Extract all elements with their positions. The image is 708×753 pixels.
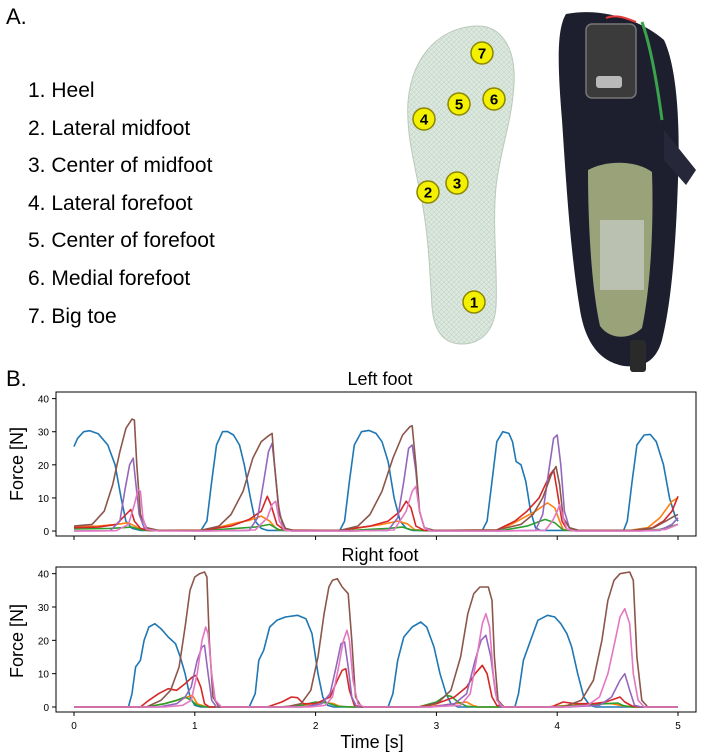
svg-text:7: 7 <box>478 46 486 63</box>
shoe-image <box>558 12 696 372</box>
y-tick-label: 0 <box>43 527 49 538</box>
series-line-7 <box>73 485 679 532</box>
insole-marker-2: 2 <box>416 180 440 204</box>
x-tick-label: 1 <box>192 721 198 732</box>
sensor-item-heel: 1. Heel <box>28 79 95 102</box>
y-tick-label: 30 <box>38 428 50 439</box>
sensor-item-medial-forefoot: 6. Medial forefoot <box>28 266 191 290</box>
svg-text:4: 4 <box>420 112 429 129</box>
plot-frame <box>55 566 697 713</box>
panel-b-label: B. <box>6 366 27 391</box>
right-foot-chart: 0 10 20 30 40 0 1 2 3 4 5 Force [N] Time [s] <box>7 566 697 752</box>
y-tick-label: 30 <box>38 603 50 614</box>
y-axis-label: Force [N] <box>7 427 27 501</box>
shoe-red-wires <box>605 15 637 23</box>
sensor-list: 1. Heel 2. Lateral midfoot 3. Center of … <box>28 78 215 341</box>
series-line-1 <box>73 429 679 532</box>
series-line-6 <box>74 571 678 708</box>
x-tick-label: 0 <box>71 721 77 732</box>
y-tick-label: 40 <box>38 570 50 581</box>
series-line-6 <box>73 418 679 532</box>
svg-text:1: 1 <box>470 295 478 312</box>
sensor-item-center-midfoot: 3. Center of midfoot <box>28 154 213 178</box>
insole-marker-5: 5 <box>447 92 471 116</box>
shoe-module-clip <box>596 76 622 88</box>
y-tick-label: 10 <box>38 494 50 505</box>
panel-a-label: A. <box>6 4 27 29</box>
insole-marker-3: 3 <box>445 171 469 195</box>
y-axis-label: Force [N] <box>7 604 27 678</box>
y-tick-label: 20 <box>38 636 50 647</box>
insole-image: 7 5 6 4 2 3 1 <box>407 25 515 345</box>
series-line-1 <box>74 614 678 708</box>
series-line-7 <box>74 607 678 708</box>
sensor-item-big-toe: 7. Big toe <box>28 304 117 328</box>
series-line-5 <box>74 634 678 708</box>
plot-frame <box>55 391 697 537</box>
x-tick-label: 5 <box>675 721 681 732</box>
insole-marker-6: 6 <box>482 87 506 111</box>
svg-text:3: 3 <box>453 176 461 193</box>
y-tick-label: 10 <box>38 670 50 681</box>
shoe-tongue-flap <box>664 130 696 185</box>
sensor-item-center-forefoot: 5. Center of forefoot <box>28 229 215 253</box>
right-foot-chart-title: Right foot <box>341 545 419 565</box>
shoe-wires <box>640 21 664 121</box>
y-tick-label: 20 <box>38 461 50 472</box>
svg-text:2: 2 <box>424 185 432 202</box>
y-tick-label: 40 <box>38 395 50 406</box>
sensor-item-lateral-forefoot: 4. Lateral forefoot <box>28 191 193 215</box>
x-tick-label: 3 <box>434 721 440 732</box>
left-foot-chart-title: Left foot <box>347 369 413 389</box>
svg-text:6: 6 <box>490 92 498 109</box>
shoe-sensor-sheet <box>600 220 644 290</box>
shoe-heel-tab <box>630 340 646 372</box>
series-line-5 <box>73 434 679 532</box>
x-axis-label: Time [s] <box>340 732 403 752</box>
sensor-item-lateral-midfoot: 2. Lateral midfoot <box>28 116 191 140</box>
insole-marker-7: 7 <box>470 41 494 65</box>
y-tick-label: 0 <box>43 703 49 714</box>
insole-marker-4: 4 <box>412 107 436 131</box>
x-tick-label: 2 <box>313 721 319 732</box>
insole-marker-1: 1 <box>462 290 486 314</box>
series-line-4 <box>73 469 679 532</box>
x-tick-label: 4 <box>554 721 560 732</box>
svg-text:5: 5 <box>455 97 463 114</box>
